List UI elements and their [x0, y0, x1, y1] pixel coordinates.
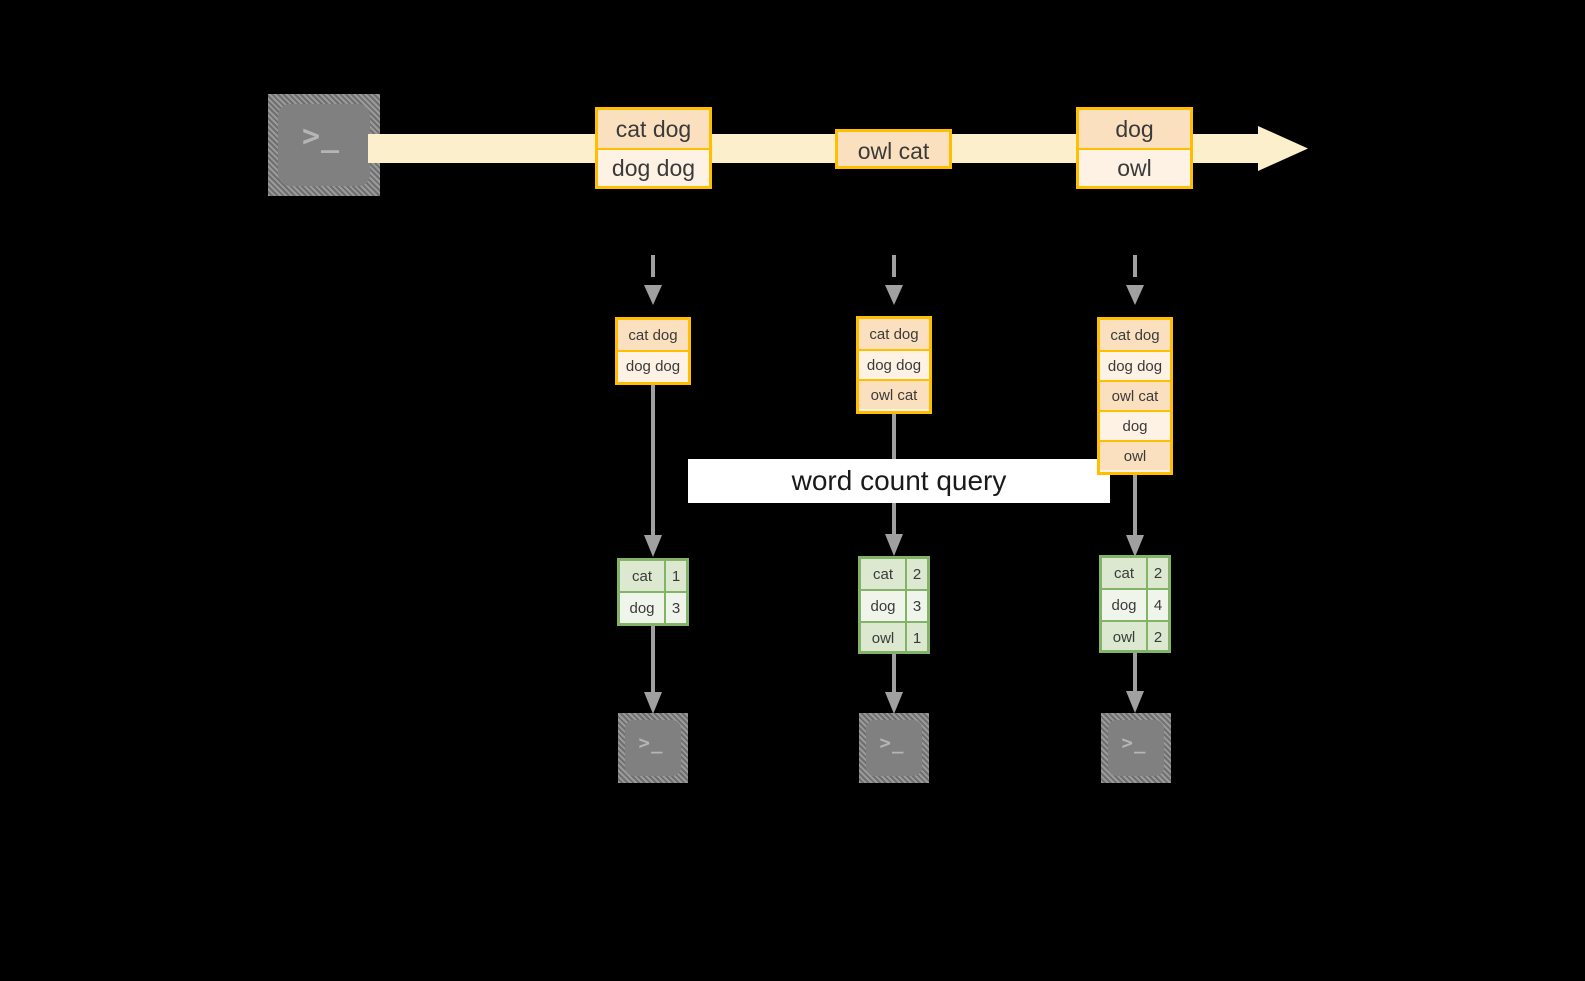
sink-connector-2	[881, 654, 907, 716]
result-word: dog	[1102, 590, 1146, 620]
stack-line: owl cat	[859, 379, 929, 409]
stack-line: dog	[1100, 410, 1170, 440]
terminal-prompt-glyph: >_	[301, 119, 341, 154]
result-word: cat	[1102, 558, 1146, 588]
result-count: 3	[664, 593, 686, 623]
result-count: 2	[1146, 558, 1168, 588]
result-count: 1	[905, 623, 927, 651]
table-row: cat 2	[1102, 558, 1168, 588]
result-count: 3	[905, 591, 927, 621]
arrowhead-icon	[1126, 691, 1144, 713]
state-stack-2[interactable]: cat dog dog dog owl cat	[856, 316, 932, 414]
result-word: cat	[620, 561, 664, 591]
feed-connector-1	[640, 255, 666, 310]
record-line: cat dog	[598, 110, 709, 148]
record-line: owl	[1079, 148, 1190, 186]
result-count: 2	[905, 559, 927, 589]
result-word: dog	[620, 593, 664, 623]
table-row: dog 3	[861, 589, 927, 621]
result-table-3[interactable]: cat 2 dog 4 owl 2	[1099, 555, 1171, 653]
state-stack-3[interactable]: cat dog dog dog owl cat dog owl	[1097, 317, 1173, 475]
source-terminal-icon[interactable]: >_	[268, 94, 380, 196]
table-row: cat 1	[620, 561, 686, 591]
terminal-body	[866, 720, 922, 776]
sink-terminal-1[interactable]: >_	[618, 713, 688, 783]
arrowhead-icon	[644, 535, 662, 557]
sink-terminal-3[interactable]: >_	[1101, 713, 1171, 783]
terminal-body	[625, 720, 681, 776]
record-line: dog dog	[598, 148, 709, 186]
stack-line: dog dog	[618, 350, 688, 380]
result-word: cat	[861, 559, 905, 589]
query-connector-3	[1122, 475, 1148, 560]
table-row: owl 1	[861, 621, 927, 651]
record-line: dog	[1079, 110, 1190, 148]
result-count: 1	[664, 561, 686, 591]
sink-connector-1	[640, 626, 666, 716]
result-word: owl	[1102, 622, 1146, 650]
stream-record-1[interactable]: cat dog dog dog	[595, 107, 712, 189]
state-stack-1[interactable]: cat dog dog dog	[615, 317, 691, 385]
result-count: 4	[1146, 590, 1168, 620]
stack-line: dog dog	[859, 349, 929, 379]
record-line: owl cat	[838, 132, 949, 166]
result-word: dog	[861, 591, 905, 621]
stream-record-3[interactable]: dog owl	[1076, 107, 1193, 189]
terminal-body	[278, 104, 370, 186]
stack-line: owl cat	[1100, 380, 1170, 410]
result-count: 2	[1146, 622, 1168, 650]
result-table-1[interactable]: cat 1 dog 3	[617, 558, 689, 626]
query-connector-1	[640, 385, 666, 560]
arrowhead-icon	[885, 692, 903, 714]
arrowhead-icon	[1126, 535, 1144, 557]
stack-line: owl	[1100, 440, 1170, 470]
table-row: dog 3	[620, 591, 686, 623]
query-label-band: word count query	[688, 459, 1110, 503]
result-table-2[interactable]: cat 2 dog 3 owl 1	[858, 556, 930, 654]
stream-record-2[interactable]: owl cat	[835, 129, 952, 169]
sink-terminal-2[interactable]: >_	[859, 713, 929, 783]
terminal-prompt-glyph: >_	[1121, 731, 1147, 754]
feed-connector-2	[881, 255, 907, 310]
query-label-text: word count query	[791, 465, 1007, 496]
terminal-body	[1108, 720, 1164, 776]
stack-line: dog dog	[1100, 350, 1170, 380]
result-word: owl	[861, 623, 905, 651]
arrowhead-icon	[885, 534, 903, 556]
arrowhead-icon	[1126, 285, 1144, 305]
arrowhead-icon	[644, 285, 662, 305]
stack-line: cat dog	[1100, 320, 1170, 350]
terminal-prompt-glyph: >_	[638, 731, 664, 754]
terminal-prompt-glyph: >_	[879, 731, 905, 754]
sink-connector-3	[1122, 653, 1148, 715]
stack-line: cat dog	[618, 320, 688, 350]
table-row: cat 2	[861, 559, 927, 589]
arrowhead-icon	[885, 285, 903, 305]
table-row: owl 2	[1102, 620, 1168, 650]
stack-line: cat dog	[859, 319, 929, 349]
arrowhead-icon	[644, 692, 662, 714]
table-row: dog 4	[1102, 588, 1168, 620]
feed-connector-3	[1122, 255, 1148, 310]
